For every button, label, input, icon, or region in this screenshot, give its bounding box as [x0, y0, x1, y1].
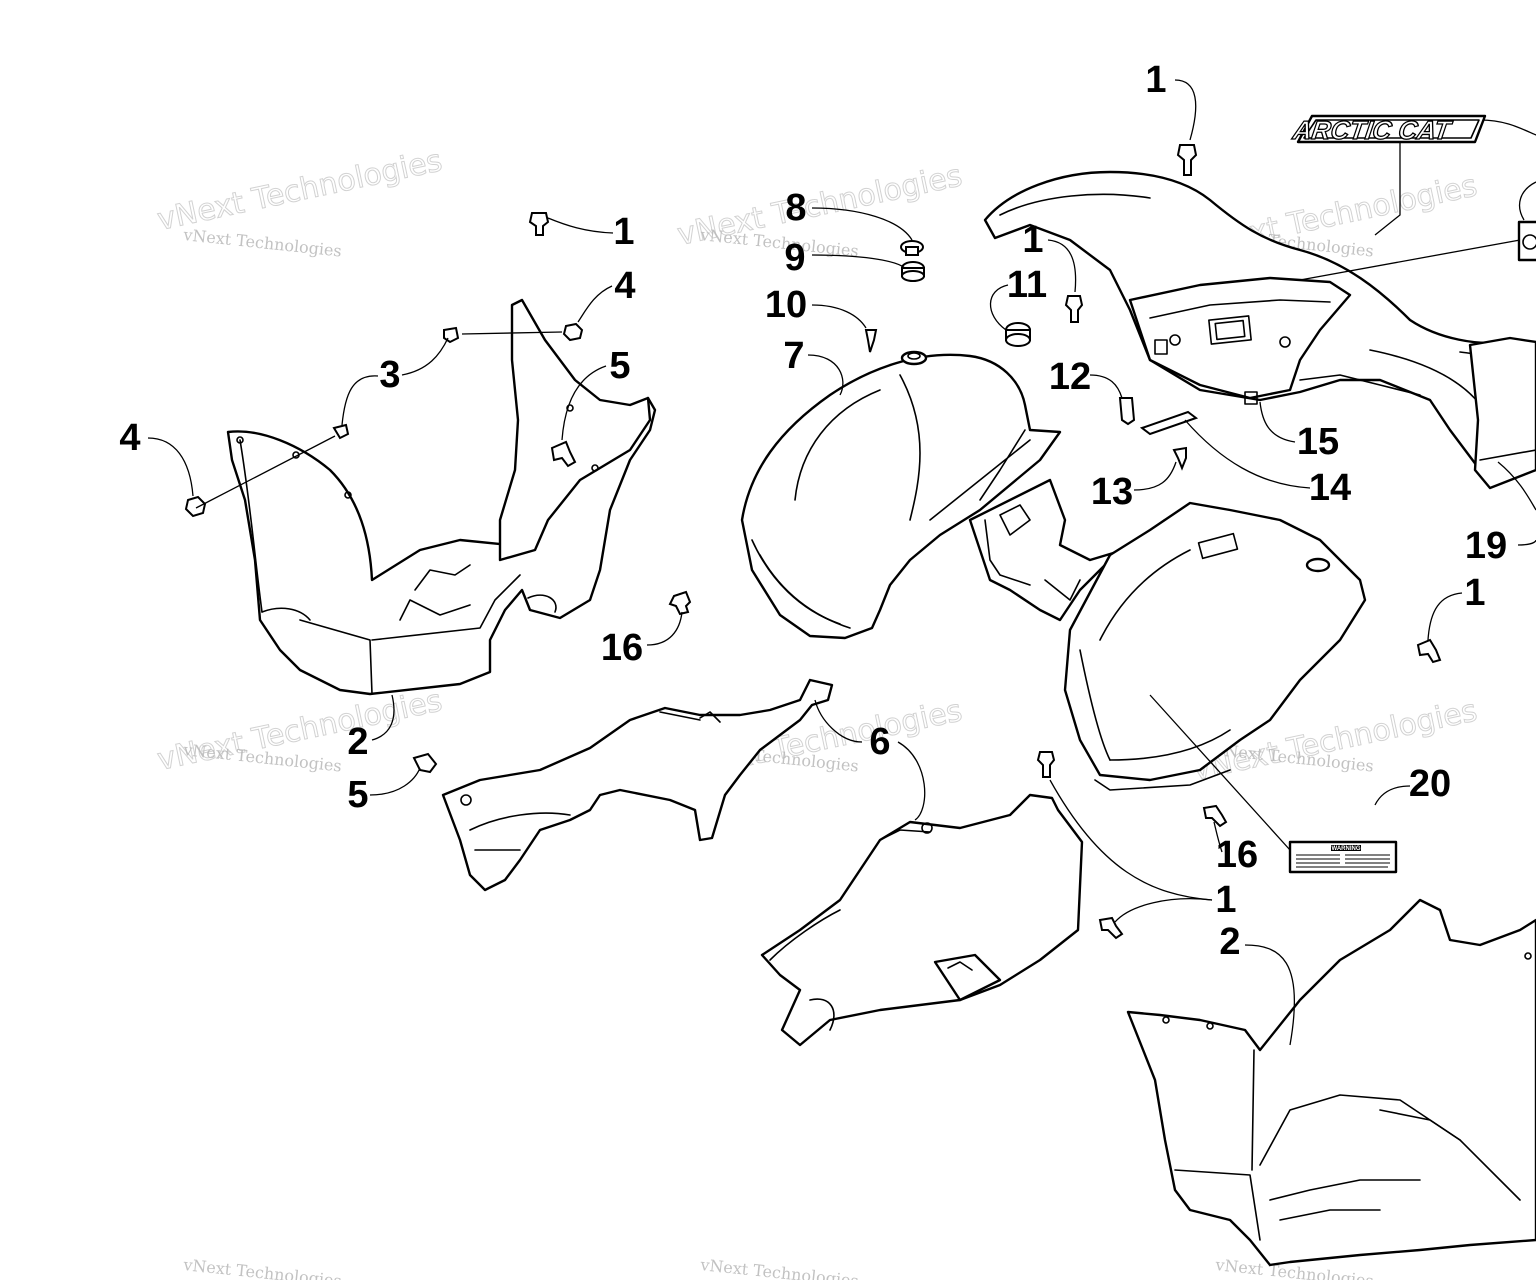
callout-label: 11: [1007, 264, 1047, 306]
callout-label: 2: [347, 721, 368, 763]
part-2-left-footwell: [226, 298, 657, 696]
callout-label: 5: [609, 345, 630, 387]
bolt-icon: [528, 212, 550, 236]
part-6-left-side-panel: [441, 678, 834, 892]
screw-icon: [332, 423, 350, 440]
callout-label: 19: [1465, 525, 1507, 567]
callout-label: 1: [1022, 219, 1043, 261]
callout-label: 5: [347, 774, 368, 816]
callout-label: 3: [379, 354, 400, 396]
callout-label: 12: [1049, 356, 1091, 398]
callout-label: 10: [765, 284, 807, 326]
callout-label: 16: [601, 627, 643, 669]
watermark-large: vNext Technologies: [154, 143, 445, 238]
strap-icon: [1139, 410, 1199, 436]
nut-icon: [562, 322, 584, 342]
screw-icon: [864, 329, 878, 353]
watermark: vNext Technologies: [182, 1255, 343, 1280]
callout-label: 6: [869, 721, 890, 763]
part-2-right-footwell: [1126, 898, 1536, 1267]
callout-numbers: 1 1 1 1 1 1 2 2 3 4 4 5 5 6 7 8 9 10 11 …: [119, 59, 1507, 963]
warning-decal: WARNING: [1288, 840, 1398, 874]
bolt-icon: [1176, 144, 1198, 176]
callout-label: 1: [1464, 572, 1485, 614]
bolt-icon: [1036, 751, 1056, 778]
callout-label: 14: [1309, 467, 1351, 509]
callout-label: 4: [614, 265, 635, 307]
callout-label: 15: [1297, 421, 1339, 463]
logo-text: ARCTIC CAT: [1290, 115, 1454, 145]
bolt-icon: [1416, 638, 1442, 664]
bolt-icon: [1202, 804, 1228, 828]
nut-icon: [184, 495, 207, 518]
callout-label: 7: [783, 335, 804, 377]
callout-label: 4: [119, 417, 140, 459]
watermark: vNext Technologies: [699, 1255, 860, 1280]
callout-label: 8: [785, 187, 806, 229]
watermark: vNext Technologies: [182, 225, 343, 261]
bolt-icon: [1098, 916, 1124, 940]
callout-label: 1: [1145, 59, 1166, 101]
callout-label: 2: [1219, 921, 1240, 963]
grommet-icon: [1005, 322, 1031, 347]
bolt-icon: [668, 590, 692, 616]
part-19-fender-piece: [1468, 336, 1536, 490]
arctic-cat-logo-decal: ARCTIC CAT: [1290, 114, 1487, 146]
callout-label: 13: [1091, 471, 1133, 513]
screw-icon: [1172, 446, 1187, 471]
screw-icon: [443, 326, 460, 344]
grommet-icon: [901, 261, 925, 282]
rivet-icon: [550, 440, 577, 468]
part-7-tank-cover: [740, 350, 1062, 640]
callout-label: 9: [784, 237, 805, 279]
grommet-icon: [900, 240, 924, 256]
decal-heading: WARNING: [1332, 846, 1361, 852]
callout-label: 20: [1409, 763, 1451, 805]
leader-lines: [147, 79, 1536, 1046]
callout-label: 1: [1215, 879, 1236, 921]
part-6-right-side-panel: [760, 793, 1084, 1047]
rivet-icon: [412, 752, 438, 774]
clip-icon: [1118, 397, 1136, 426]
bolt-icon: [1064, 295, 1084, 323]
callout-label: 16: [1216, 834, 1258, 876]
callout-label: 1: [613, 211, 634, 253]
part-right-front-panel: [1063, 501, 1367, 791]
small-decal: [1517, 220, 1536, 262]
